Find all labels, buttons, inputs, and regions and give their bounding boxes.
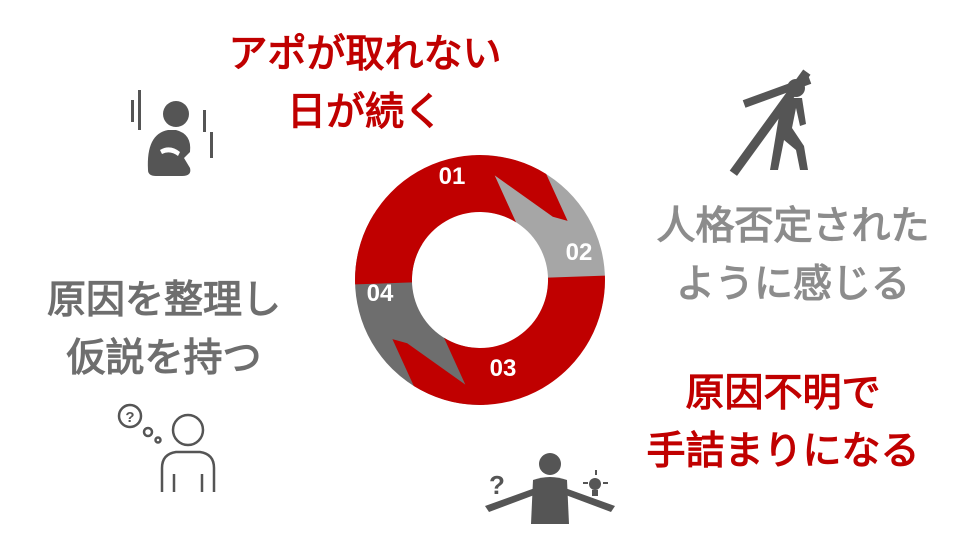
step-04-line-1: 原因を整理し (46, 278, 281, 323)
step-03-line-2: 手詰まりになる (646, 429, 920, 474)
step-01-number: 01 (439, 163, 466, 190)
svg-text:?: ? (125, 409, 134, 426)
thinking-person-icon: ? (117, 403, 216, 492)
step-04-label: 原因を整理し 仮説を持つ (14, 272, 314, 388)
step-03-label: 原因不明で 手詰まりになる (618, 365, 948, 481)
step-02-number: 02 (566, 239, 593, 266)
cycle-arrow-01 (355, 155, 568, 285)
step-03-line-1: 原因不明で (685, 371, 881, 416)
cycle-arrow-03 (392, 275, 605, 405)
carrying-cross-icon (729, 69, 812, 176)
step-04-number: 04 (367, 280, 394, 307)
step-02-label: 人格否定された ように感じる (628, 198, 958, 314)
despair-person-icon (131, 90, 213, 176)
svg-text:?: ? (489, 470, 505, 500)
step-01-line-2: 日が続く (286, 90, 443, 135)
step-01-label: アポが取れない 日が続く (200, 26, 530, 142)
question-idea-person-icon: ? (485, 453, 615, 524)
step-02-line-1: 人格否定された (656, 204, 930, 249)
step-03-number: 03 (490, 355, 517, 382)
cycle-diagram: 01 02 03 04 (355, 155, 605, 405)
step-02-line-2: ように感じる (675, 262, 910, 307)
step-01-line-1: アポが取れない (228, 32, 502, 77)
step-04-line-2: 仮説を持つ (66, 336, 262, 381)
